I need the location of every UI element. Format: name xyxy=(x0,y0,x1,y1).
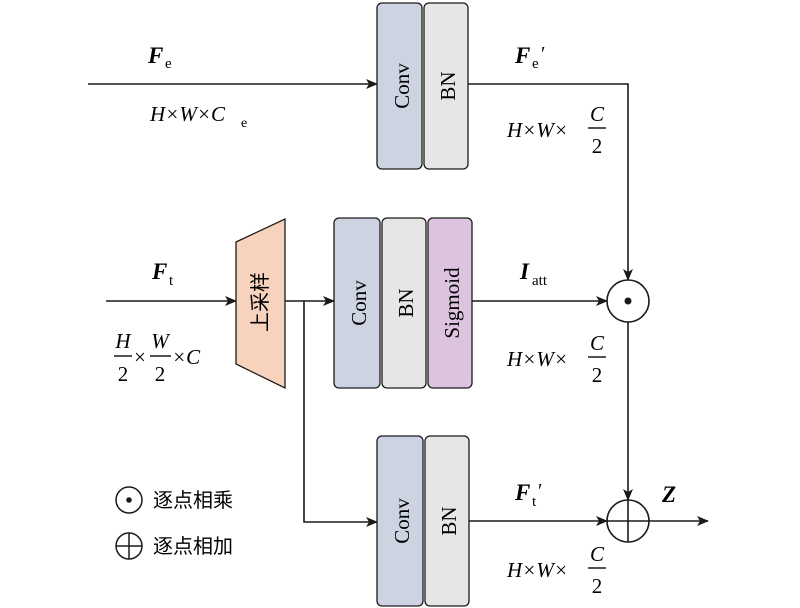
ft-dim-label: H 2 × W 2 ×C xyxy=(114,329,201,386)
ft-label: F t xyxy=(151,259,174,289)
svg-text:W: W xyxy=(151,329,171,353)
top-conv-label: Conv xyxy=(390,63,414,109)
svg-text:F: F xyxy=(147,43,163,68)
upsample-block xyxy=(235,217,286,390)
legend-hadamard-label: 逐点相乘 xyxy=(153,488,233,512)
svg-text:F: F xyxy=(514,480,530,505)
svg-text:2: 2 xyxy=(592,134,603,158)
upsample-to-bottom-conv-line xyxy=(303,301,378,527)
svg-text:e: e xyxy=(165,56,172,72)
legend-add-label: 逐点相加 xyxy=(153,534,233,558)
legend-hadamard-icon xyxy=(115,486,143,514)
ft-prime-label: F t ′ xyxy=(514,480,542,510)
svg-text:F: F xyxy=(151,259,167,284)
upsample-label: 上采样 xyxy=(248,272,272,332)
fe-prime-label: F e ′ xyxy=(514,43,545,72)
svg-text:e: e xyxy=(532,56,539,72)
svg-text:2: 2 xyxy=(592,363,603,387)
mid-conv-label: Conv xyxy=(347,280,371,326)
svg-text:′: ′ xyxy=(538,480,542,502)
iatt-label: I att xyxy=(519,259,548,289)
top-conv-block xyxy=(376,2,423,170)
svg-text:H×W×: H×W× xyxy=(506,118,568,142)
z-label: Z xyxy=(661,482,676,507)
svg-text:e: e xyxy=(241,116,247,131)
bottom-conv-block xyxy=(376,435,424,607)
svg-text:H: H xyxy=(114,329,132,353)
svg-text:2: 2 xyxy=(155,362,166,386)
svg-text:H×W×: H×W× xyxy=(506,347,568,371)
svg-text:H×W×C: H×W×C xyxy=(149,102,226,126)
hadamard-product-node xyxy=(606,279,650,323)
svg-text:′: ′ xyxy=(541,43,545,65)
fe-label: F e xyxy=(147,43,172,72)
svg-text:C: C xyxy=(590,102,605,126)
fe-prime-flow-line xyxy=(468,83,633,281)
bottom-conv-label: Conv xyxy=(390,498,414,544)
svg-text:C: C xyxy=(590,331,605,355)
element-add-node xyxy=(606,499,650,543)
svg-text:×C: ×C xyxy=(172,345,201,369)
mid-bn-label: BN xyxy=(394,288,418,317)
mid-sigmoid-label: Sigmoid xyxy=(440,267,464,339)
svg-text:t: t xyxy=(532,494,537,510)
svg-text:H×W×: H×W× xyxy=(506,558,568,582)
svg-text:F: F xyxy=(514,43,530,68)
svg-text:2: 2 xyxy=(118,362,129,386)
ft-prime-dim-label: H×W× C 2 xyxy=(506,542,606,598)
legend-add-icon xyxy=(115,532,143,560)
svg-text:I: I xyxy=(519,259,530,284)
svg-text:×: × xyxy=(134,345,146,369)
svg-text:2: 2 xyxy=(592,574,603,598)
mid-bn-block xyxy=(381,217,427,389)
top-bn-block xyxy=(423,2,469,170)
svg-text:C: C xyxy=(590,542,605,566)
iatt-dim-label: H×W× C 2 xyxy=(506,331,606,387)
mid-sigmoid-block xyxy=(427,217,473,389)
mid-conv-block xyxy=(333,217,381,389)
legend: 逐点相乘 逐点相加 xyxy=(115,486,233,560)
svg-text:att: att xyxy=(532,273,548,289)
fe-dim-label: H×W×C e xyxy=(149,102,247,131)
svg-text:t: t xyxy=(169,273,174,289)
bottom-bn-label: BN xyxy=(437,506,461,535)
fe-prime-dim-label: H×W× C 2 xyxy=(506,102,606,158)
top-bn-label: BN xyxy=(436,71,460,100)
